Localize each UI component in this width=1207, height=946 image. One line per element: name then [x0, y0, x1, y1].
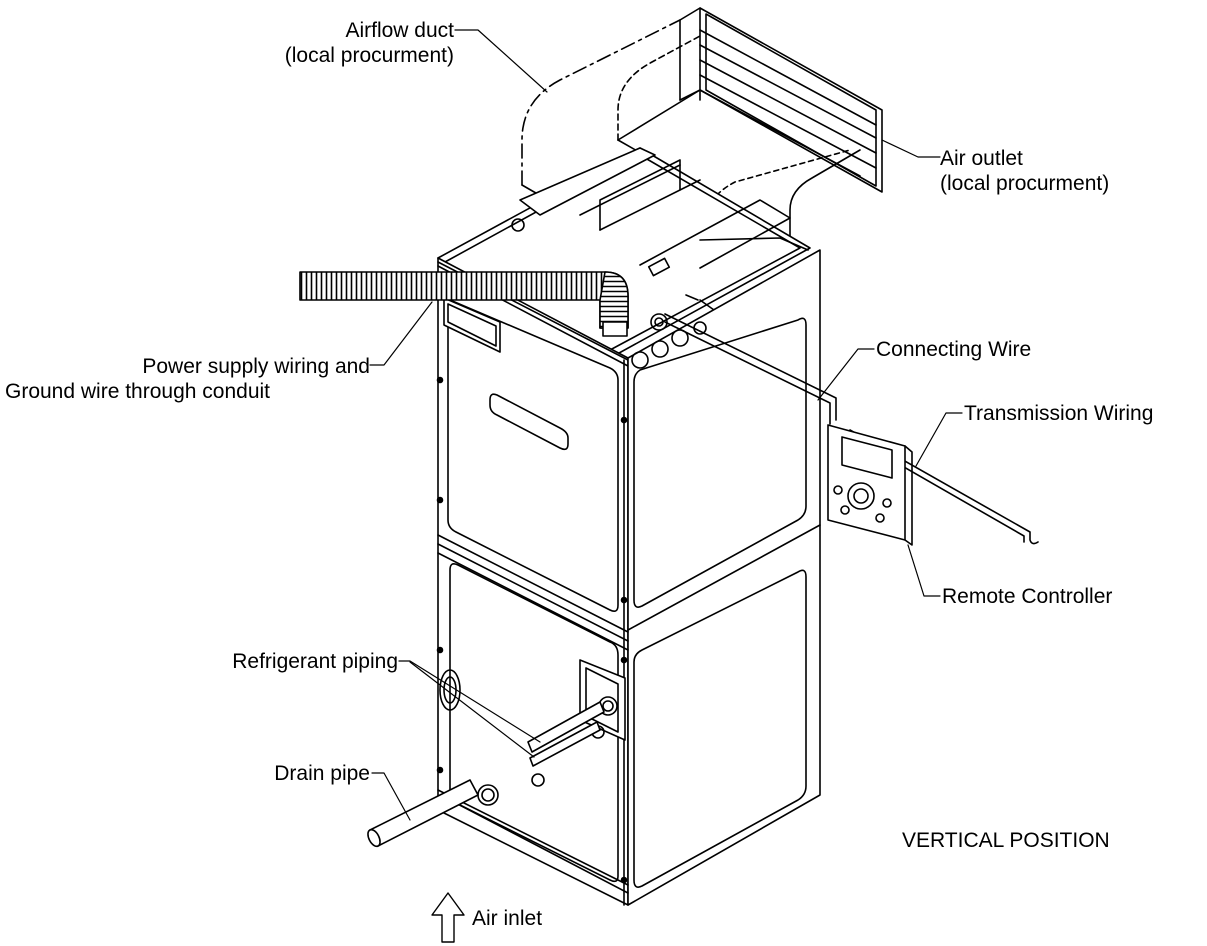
transmission-wiring-label: Transmission Wiring: [964, 402, 1154, 425]
air-outlet-label: Air outlet (local procurment): [940, 147, 1110, 195]
remote-controller: [827, 424, 913, 546]
remote-controller-label: Remote Controller: [942, 585, 1113, 608]
air-inlet-arrow-icon: [431, 892, 465, 943]
cabinet-top: [437, 147, 811, 359]
refrigerant-pipes: [527, 701, 605, 767]
wiring: [664, 313, 1039, 545]
power-supply-label: Power supply wiring and Ground wire thro…: [5, 355, 370, 403]
airflow-duct-label: Airflow duct (local procurment): [284, 19, 454, 67]
drain-pipe-label: Drain pipe: [274, 762, 370, 785]
cabinet-body: [436, 249, 821, 906]
leader-lines: [369, 29, 963, 821]
air-inlet-label: Air inlet: [472, 907, 543, 930]
refrigerant-piping-label: Refrigerant piping: [232, 650, 398, 673]
drain-pipe: [367, 779, 479, 848]
flex-conduit: [299, 271, 629, 337]
connecting-wire-label: Connecting Wire: [876, 338, 1032, 361]
air-outlet-box: [679, 7, 883, 193]
vertical-position-label: VERTICAL POSITION: [902, 829, 1110, 852]
